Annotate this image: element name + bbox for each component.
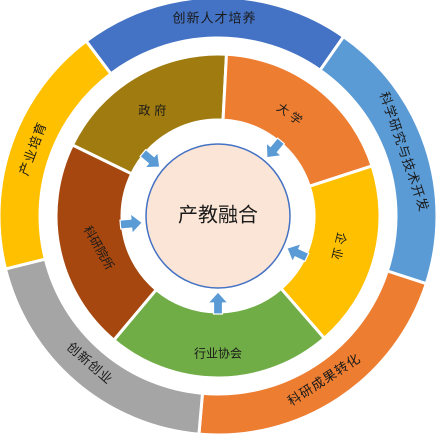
arrow-industry-association — [207, 291, 229, 315]
inner-segment-industry-association — [111, 286, 327, 380]
arrow-enterprise — [286, 243, 310, 263]
inner-ring: 政 府大 学企 业行业协会科研院所 — [54, 52, 382, 380]
arrow-university — [265, 137, 286, 159]
inner-segment-research-institute — [54, 142, 159, 343]
inner-label-enterprise: 企 业 — [329, 231, 350, 262]
outer-label-talent-cultivation: 创新人才培养 — [173, 11, 257, 27]
arrow-research-institute — [119, 213, 143, 235]
center-label: 产教融合 — [178, 203, 258, 227]
arrows — [119, 137, 310, 315]
inner-label-government: 政 府 — [138, 102, 166, 117]
arrow-government — [139, 148, 161, 169]
center-circle — [145, 143, 291, 289]
inner-label-industry-association: 行业协会 — [194, 346, 242, 361]
outer-segment-industry-cultivation — [0, 38, 113, 271]
